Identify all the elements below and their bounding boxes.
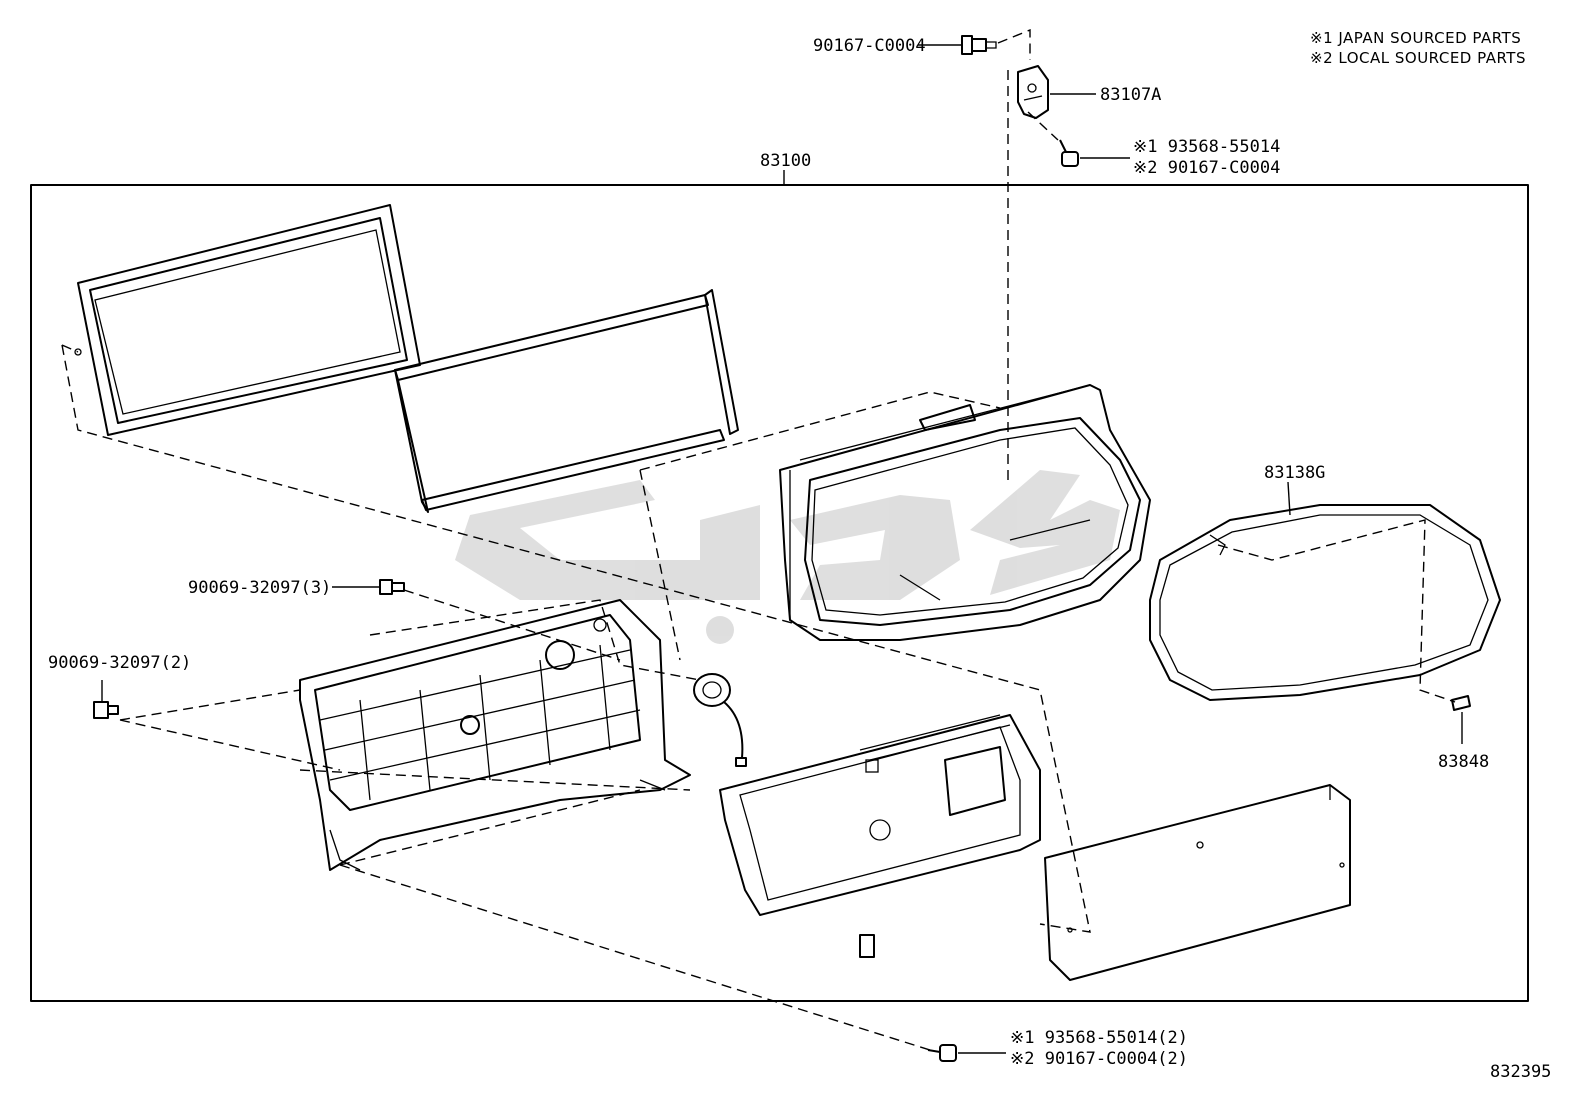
screw-bottom-icon (927, 1044, 957, 1062)
label-screw-bottom-1: ※1 93568-55014(2) (1010, 1028, 1188, 1048)
clip-icon (1451, 695, 1471, 711)
housing-dash (299, 599, 701, 866)
diagram-number: 832395 (1490, 1062, 1551, 1082)
label-screw-top-2: ※2 90167-C0004 (1133, 158, 1280, 178)
lens-cover (1149, 504, 1501, 701)
assembly-frame (30, 184, 1529, 1002)
bracket-icon (1017, 65, 1049, 119)
lens-dash (1217, 519, 1456, 703)
label-screw-a: 90069-32097(3) (188, 578, 331, 598)
meter-face-cover (779, 384, 1151, 641)
label-bracket: 83107A (1100, 85, 1161, 105)
watermark-logo (455, 470, 1120, 644)
screw-top-icon (1059, 139, 1079, 167)
glass-panel-rear (394, 289, 739, 513)
screw-bottom-dash (339, 864, 931, 1051)
bolt-top-dash (997, 28, 1031, 60)
label-bolt-top: 90167-C0004 (813, 36, 926, 56)
meter-housing (299, 599, 691, 871)
label-screw-b: 90069-32097(2) (48, 653, 191, 673)
face-dash (639, 391, 1001, 661)
screw-b-icon (93, 680, 119, 719)
bracket-dash (1007, 70, 1059, 480)
glass-panel-front (74, 204, 421, 436)
label-clip: 83848 (1438, 752, 1489, 772)
legend-line-2: ※2 LOCAL SOURCED PARTS (1310, 49, 1526, 67)
label-screw-top-1: ※1 93568-55014 (1133, 137, 1280, 157)
lens-cover-leader (1287, 481, 1291, 516)
label-lens-cover: 83138G (1264, 463, 1325, 483)
screw-a-icon (379, 579, 405, 595)
label-assembly: 83100 (760, 151, 811, 171)
bolt-top-icon (961, 35, 997, 55)
back-plate (1044, 784, 1351, 981)
circuit-board (719, 714, 1041, 916)
legend-line-1: ※1 JAPAN SOURCED PARTS (1310, 29, 1521, 47)
screw-a-dash (403, 589, 621, 661)
label-screw-bottom-2: ※2 90167-C0004(2) (1010, 1049, 1188, 1069)
glass-dash (61, 344, 1091, 933)
buzzer-icon (693, 673, 747, 767)
connector-icon (859, 934, 875, 958)
screw-b-dash (119, 689, 341, 771)
